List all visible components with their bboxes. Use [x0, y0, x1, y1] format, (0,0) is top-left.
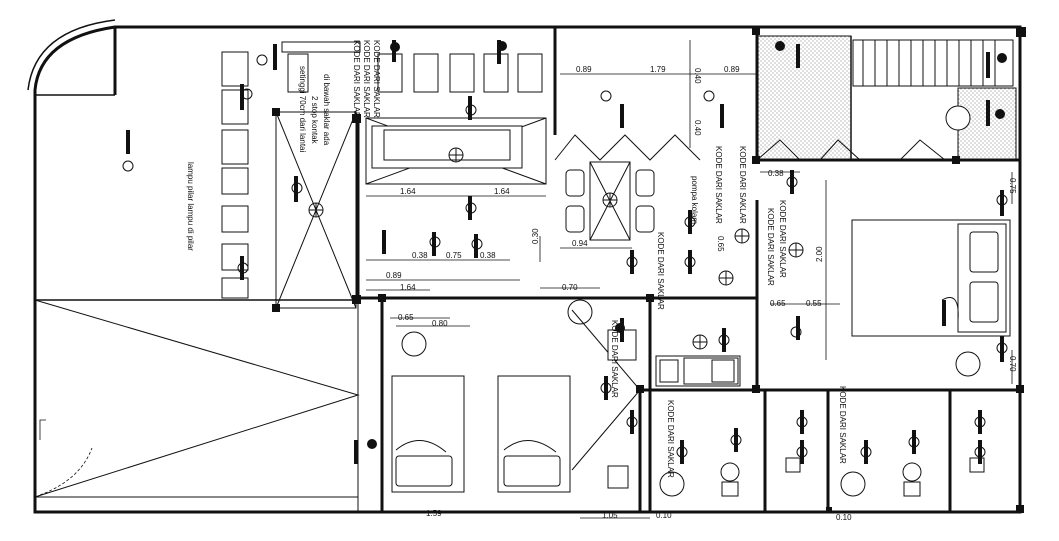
dim-label: 0.89: [386, 271, 402, 280]
dim-label: 1.64: [400, 283, 416, 292]
dim-label: 1.59: [426, 509, 442, 518]
dim-label: 0.89: [724, 65, 740, 74]
dim-label: 0.65: [398, 313, 414, 322]
master-bed: [851, 105, 1011, 377]
dim-label: 0.75: [446, 251, 462, 260]
switch-code-label: KODE DARI SAKLAR: [372, 40, 381, 118]
light-symbols: [122, 40, 1008, 464]
dim-label: 0.10: [836, 513, 852, 522]
living-room: [365, 117, 946, 185]
switch-code-label: KODE DARI SAKLAR: [838, 386, 847, 464]
dim-label: 0.70: [1008, 356, 1017, 372]
interior-walls: [35, 27, 1020, 512]
switch-code-label: KODE DARI SAKLAR: [610, 320, 619, 398]
switch-code-label: KODE DARI SAKLAR: [666, 400, 675, 478]
annotations: KODE DARI SAKLAR KODE DARI SAKLAR KODE D…: [186, 40, 847, 478]
terrace-hatch-left: [756, 35, 852, 161]
kitchen-sink: [655, 355, 741, 387]
dim-label: 0.10: [656, 511, 672, 520]
dim-label: 0.55: [806, 299, 822, 308]
switch-code-label: KODE DARI SAKLAR: [766, 208, 775, 286]
dim-label: 1.05: [602, 511, 618, 520]
switch-code-label: KODE DARI SAKLAR: [778, 200, 787, 278]
switch-code-label: KODE DARI SAKLAR: [738, 146, 747, 224]
switch-code-label: KODE DARI SAKLAR: [656, 232, 665, 310]
dining-table: [565, 161, 655, 241]
note-under-switch: di bawah saklar ada: [322, 74, 331, 146]
dim-label: 0.65: [716, 236, 725, 252]
pool-pump-label: pompa kolam: [690, 176, 699, 224]
switch-code-label: KODE DARI SAKLAR: [714, 146, 723, 224]
dim-label: 0.89: [576, 65, 592, 74]
dim-label: 2.00: [815, 246, 824, 262]
dim-label: 1.64: [400, 187, 416, 196]
outer-walls: [27, 19, 1022, 514]
dim-label: 0.38: [480, 251, 496, 260]
dim-label: 0.65: [770, 299, 786, 308]
switch-code-label: KODE DARI SAKLAR: [362, 40, 371, 118]
dim-label: 0.30: [531, 228, 540, 244]
dim-label: 1.64: [494, 187, 510, 196]
dim-label: 0.38: [768, 169, 784, 178]
dim-label: 0.70: [562, 283, 578, 292]
dimension-text: 0.89 1.79 0.89 0.40 0.40 1.64 1.64 0.94 …: [386, 65, 1017, 522]
bathroom-fixtures: [607, 329, 985, 497]
dim-label: 0.40: [693, 68, 702, 84]
switch-code-label: KODE DARI SAKLAR: [352, 40, 361, 118]
parking-stalls: [221, 41, 543, 299]
dim-label: 0.38: [412, 251, 428, 260]
carport: [34, 299, 360, 512]
dimension-lines: [366, 40, 1013, 519]
dim-label: 1.79: [650, 65, 666, 74]
twin-beds: [391, 299, 641, 493]
note-stop-kontak: 2 stop kontak: [310, 96, 319, 145]
dim-label: 0.75: [1008, 178, 1017, 194]
dim-label: 0.80: [432, 319, 448, 328]
note-height: setinggi 70cm dari lantai: [298, 66, 307, 152]
dim-label: 0.40: [693, 120, 702, 136]
note-pillar-lamp: lampu pilar lampu di pilar: [186, 162, 195, 251]
dim-label: 0.94: [572, 239, 588, 248]
